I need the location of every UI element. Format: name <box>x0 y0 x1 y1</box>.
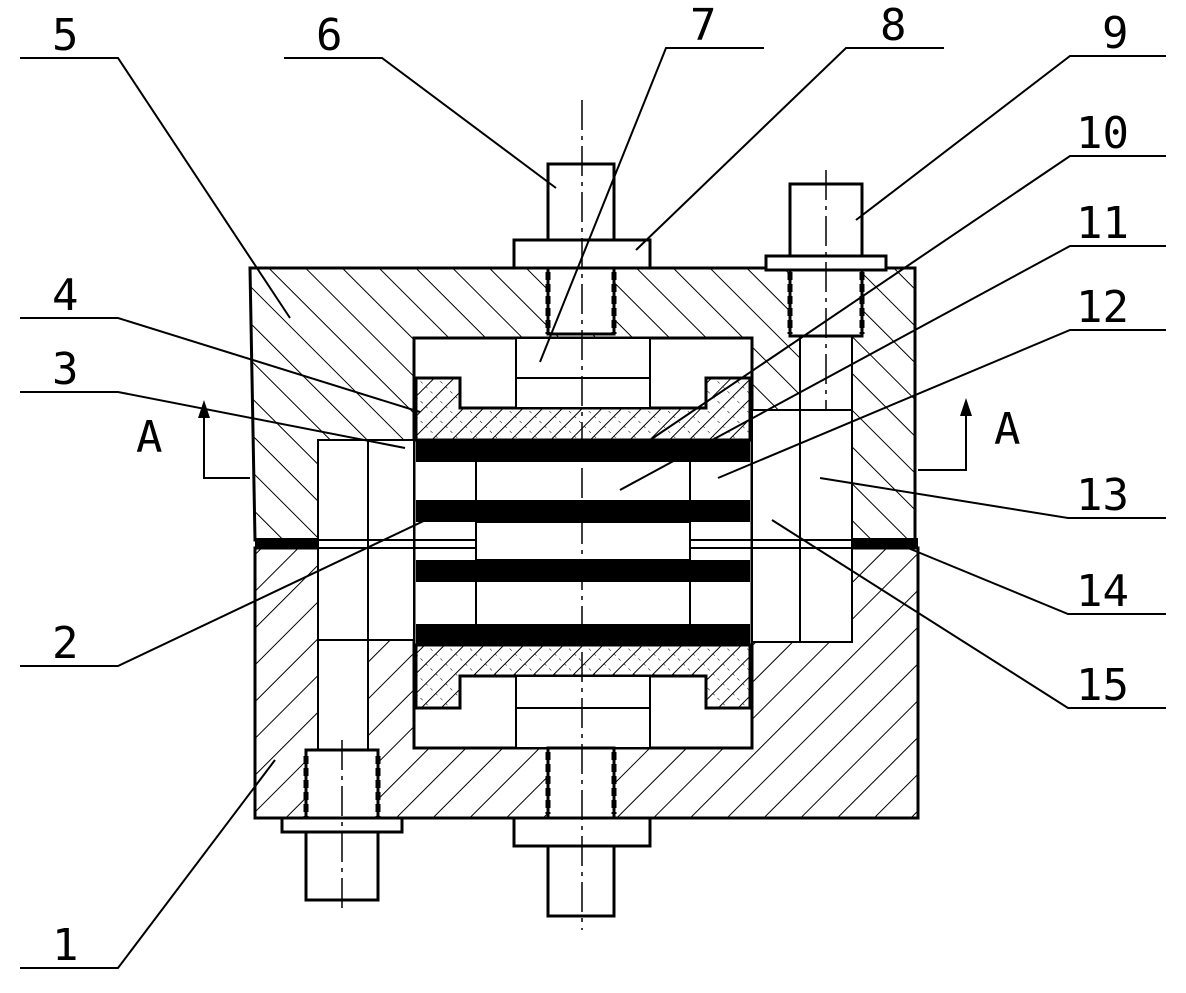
part-label-13: 13 <box>819 470 1166 521</box>
section-mark-right: A <box>918 398 1021 471</box>
part-label-5: 5 <box>20 10 291 319</box>
part-label-8: 8 <box>635 0 944 251</box>
svg-text:13: 13 <box>1076 470 1129 521</box>
svg-text:A: A <box>994 404 1021 455</box>
part-label-12: 12 <box>717 282 1166 479</box>
part-label-15: 15 <box>771 519 1166 711</box>
part-label-4: 4 <box>20 270 421 413</box>
svg-text:9: 9 <box>1102 8 1129 59</box>
svg-text:10: 10 <box>1076 108 1129 159</box>
part-label-6: 6 <box>284 10 557 189</box>
part-label-9: 9 <box>855 8 1166 221</box>
svg-text:15: 15 <box>1076 660 1129 711</box>
top-cap-plate <box>414 337 752 442</box>
part-label-3: 3 <box>20 344 406 449</box>
svg-text:7: 7 <box>690 0 717 51</box>
part-label-1: 1 <box>20 759 276 971</box>
part-label-2: 2 <box>20 517 431 669</box>
svg-text:14: 14 <box>1076 566 1129 617</box>
svg-text:4: 4 <box>52 270 79 321</box>
svg-text:A: A <box>136 412 163 463</box>
svg-text:6: 6 <box>316 10 343 61</box>
top-bolt <box>512 162 652 336</box>
plate-stack <box>318 440 852 646</box>
svg-text:11: 11 <box>1076 198 1129 249</box>
part-label-7: 7 <box>539 0 764 363</box>
part-label-11: 11 <box>619 198 1166 491</box>
part-label-14: 14 <box>907 547 1166 617</box>
svg-text:8: 8 <box>880 0 907 51</box>
svg-text:12: 12 <box>1076 282 1129 333</box>
svg-text:5: 5 <box>52 10 79 61</box>
right-port-bore <box>751 329 853 643</box>
section-mark-left: A <box>136 400 250 479</box>
svg-text:2: 2 <box>52 618 79 669</box>
svg-text:3: 3 <box>52 344 79 395</box>
svg-text:1: 1 <box>52 920 79 971</box>
part-label-10: 10 <box>649 108 1166 441</box>
